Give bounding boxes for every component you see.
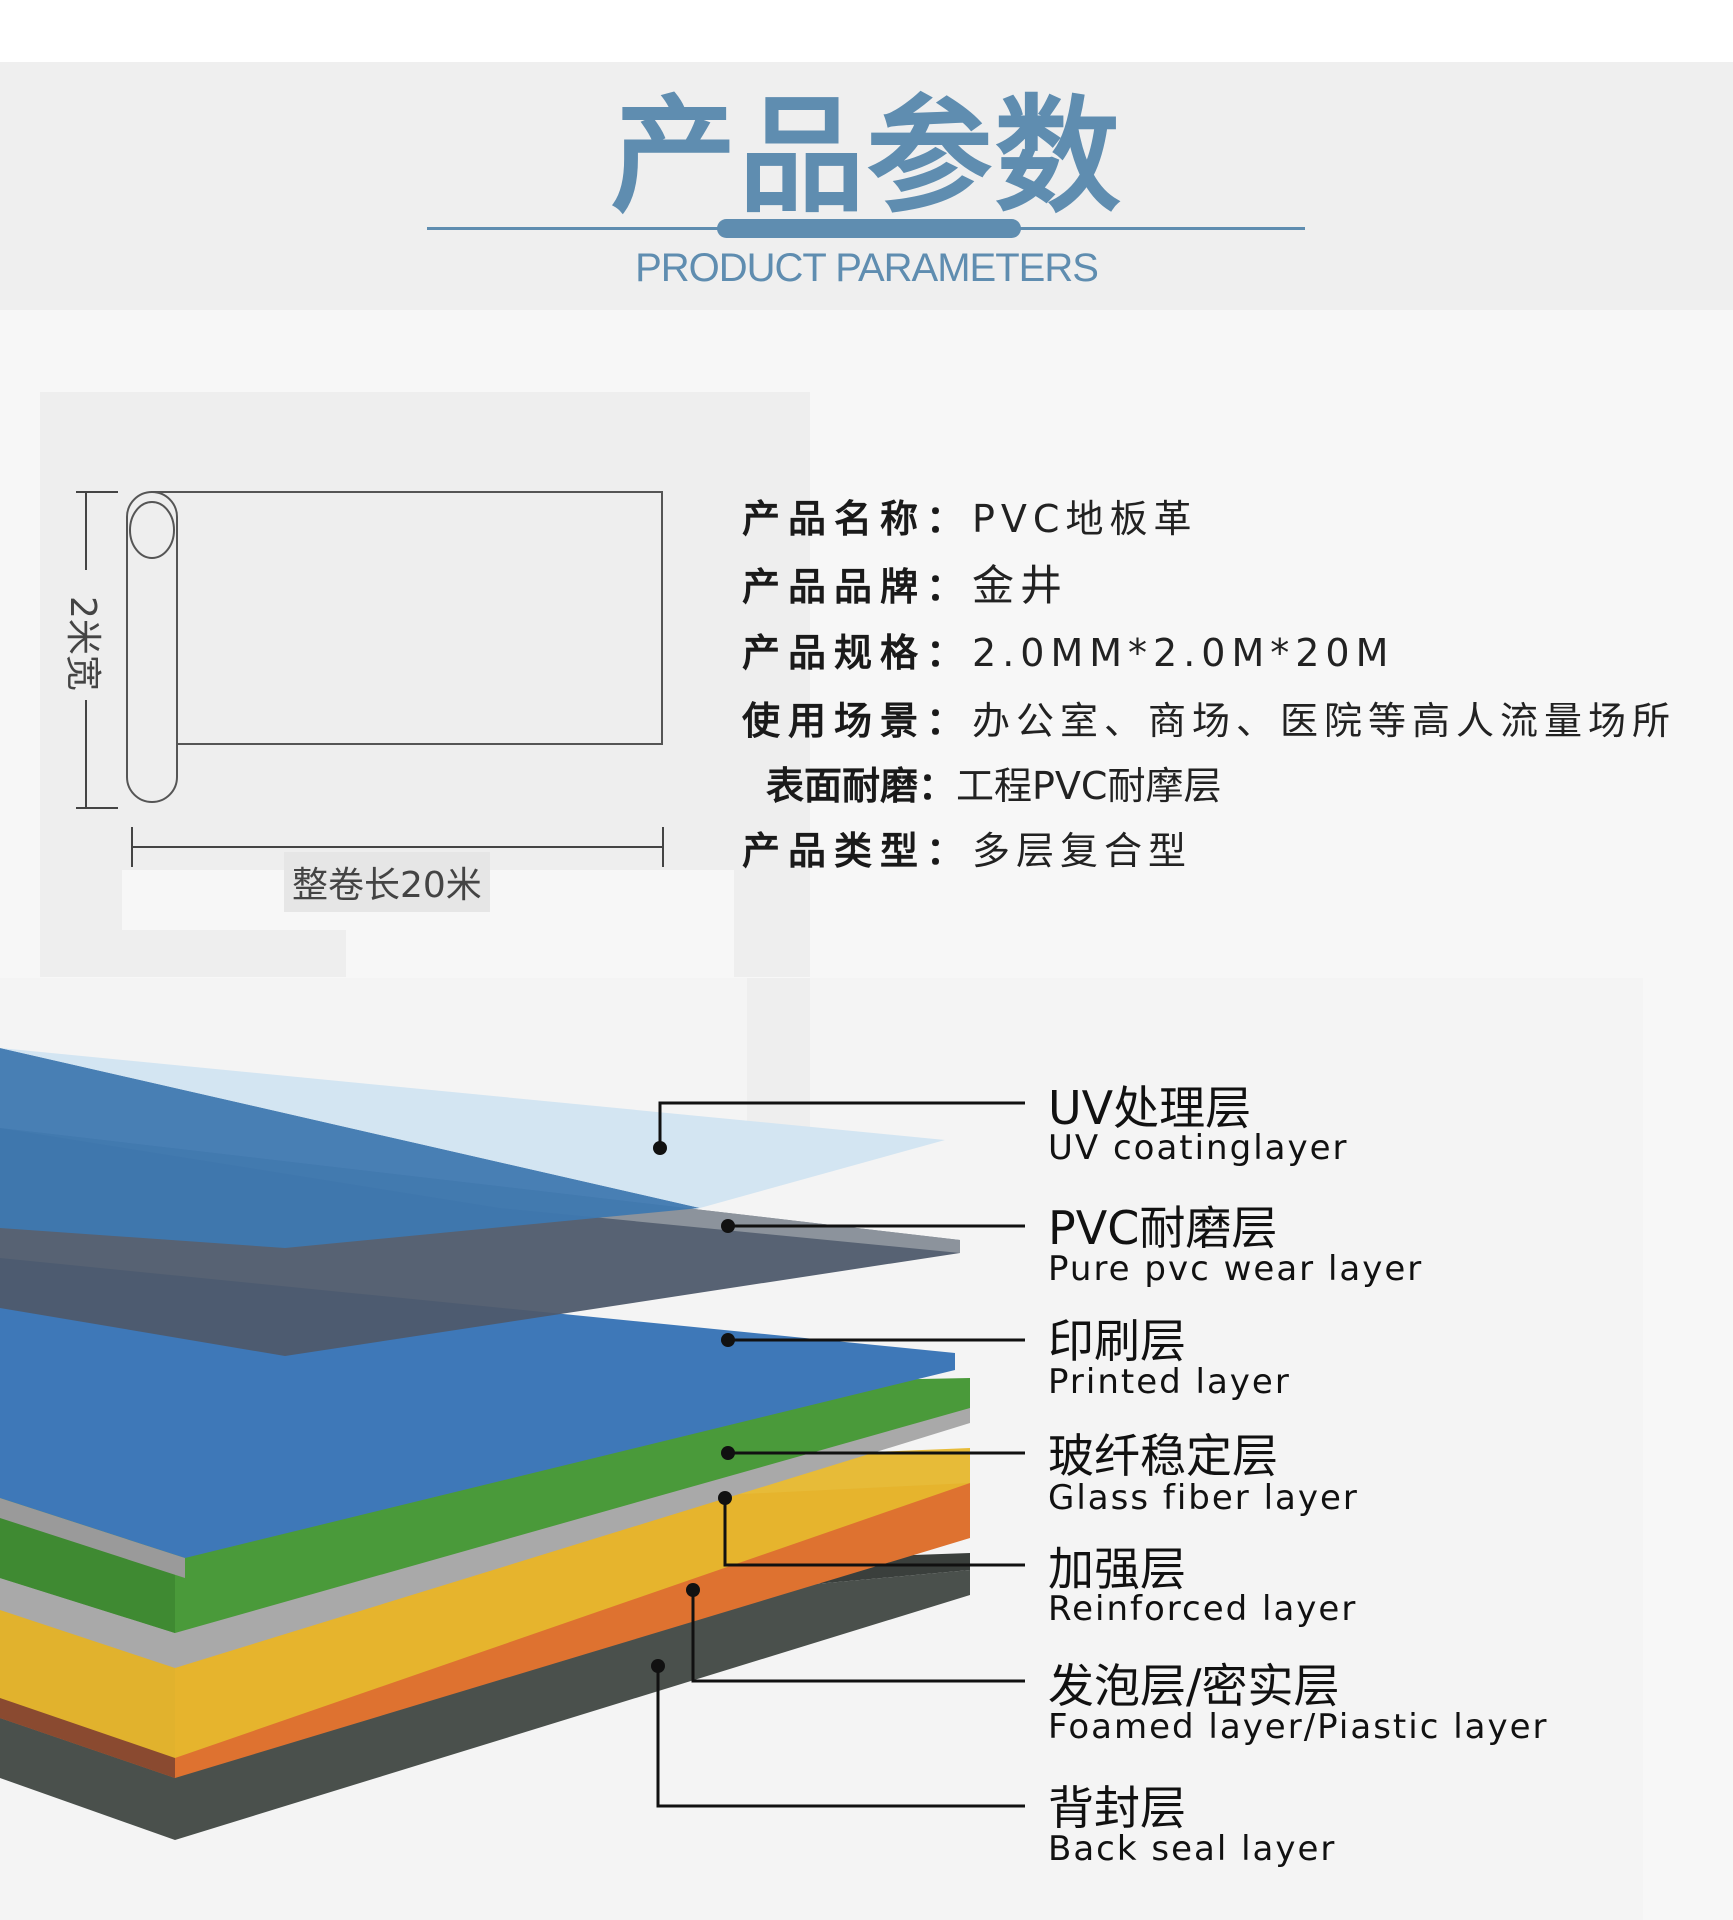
layer-label-cn: 印刷层 bbox=[1048, 1314, 1186, 1368]
spec-row: 产品名称：PVC地板革 bbox=[742, 488, 1197, 543]
panel-cutout bbox=[346, 930, 734, 980]
spec-key: 使用场景： bbox=[742, 699, 973, 743]
spec-key: 产品类型： bbox=[742, 829, 973, 873]
leader-line-reinforced bbox=[723, 1498, 1025, 1567]
spec-key: 产品名称： bbox=[742, 497, 973, 541]
layer-label-en: Printed layer bbox=[1048, 1362, 1291, 1402]
leader-line-foamed bbox=[691, 1590, 1025, 1683]
layer-label-en: Pure pvc wear layer bbox=[1048, 1249, 1424, 1289]
spec-value: 工程PVC耐摩层 bbox=[956, 764, 1222, 808]
printed-layer-edge bbox=[0, 1498, 185, 1578]
spec-row: 产品类型：多层复合型 bbox=[742, 820, 1192, 875]
layer-label-cn: 玻纤稳定层 bbox=[1048, 1429, 1278, 1483]
layer-structure-illustration bbox=[0, 1048, 1025, 1840]
spec-key: 表面耐磨： bbox=[766, 764, 957, 808]
leader-dots bbox=[651, 1141, 735, 1673]
page-title: 产品参数 bbox=[610, 83, 1123, 230]
roll-cylinder bbox=[126, 491, 178, 803]
width-label-box: 2米宽 bbox=[58, 592, 118, 712]
spec-value: 多层复合型 bbox=[972, 829, 1193, 873]
spec-row: 使用场景：办公室、商场、医院等高人流量场所 bbox=[742, 690, 1676, 745]
leader-line-back bbox=[656, 1666, 1025, 1808]
leader-line-uv bbox=[658, 1101, 1025, 1148]
roll-dimension-drawing bbox=[76, 491, 664, 867]
panel-notch bbox=[747, 978, 810, 1130]
spec-value: 2.0MM*2.0M*20M bbox=[972, 631, 1395, 675]
layer-label-cn: PVC耐磨层 bbox=[1048, 1201, 1278, 1255]
spec-key: 产品规格： bbox=[742, 631, 973, 675]
title-divider-accent bbox=[717, 219, 1021, 238]
length-label: 整卷长20米 bbox=[284, 852, 490, 912]
layer-label-cn: 加强层 bbox=[1048, 1542, 1186, 1596]
uv-layer-base bbox=[0, 1048, 700, 1248]
spec-row: 表面耐磨：工程PVC耐摩层 bbox=[766, 755, 1221, 810]
sheet-outline bbox=[151, 491, 663, 745]
spec-row: 产品品牌：金井 bbox=[742, 552, 1068, 613]
uv-coating-layer bbox=[0, 1048, 945, 1208]
roll-end bbox=[129, 501, 175, 559]
layer-label-en: UV coatinglayer bbox=[1048, 1128, 1349, 1168]
spec-value: 办公室、商场、医院等高人流量场所 bbox=[972, 699, 1677, 743]
spec-row: 产品规格：2.0MM*2.0M*20M bbox=[742, 622, 1394, 677]
width-label: 2米宽 bbox=[60, 592, 112, 695]
spec-value: PVC地板革 bbox=[972, 497, 1198, 541]
layer-label-cn: 背封层 bbox=[1048, 1781, 1186, 1835]
spec-value: 金井 bbox=[972, 561, 1069, 610]
layer-label-en: Back seal layer bbox=[1048, 1829, 1337, 1869]
layer-label-cn: UV处理层 bbox=[1048, 1081, 1252, 1135]
layer-label-en: Glass fiber layer bbox=[1048, 1478, 1359, 1518]
layer-label-en: Reinforced layer bbox=[1048, 1589, 1358, 1629]
layer-label-en: Foamed layer/Piastic layer bbox=[1048, 1707, 1549, 1747]
layer-label-cn: 发泡层/密实层 bbox=[1048, 1659, 1340, 1713]
spec-key: 产品品牌： bbox=[742, 565, 973, 609]
header-band bbox=[0, 62, 1733, 310]
leader-lines bbox=[656, 1101, 1025, 1808]
page-subtitle: PRODUCT PARAMETERS bbox=[635, 246, 1099, 290]
